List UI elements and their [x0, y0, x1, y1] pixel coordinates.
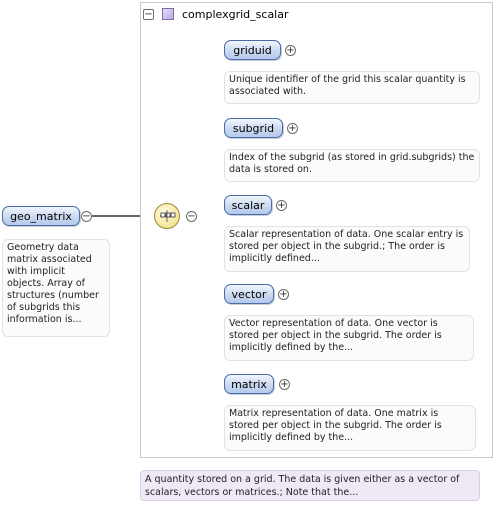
sequence-compositor-icon[interactable]	[154, 203, 180, 229]
root-element-geo-matrix[interactable]: geo_matrix	[2, 206, 80, 226]
documentation-griduid: Unique identifier of the grid this scala…	[224, 71, 480, 104]
documentation-text: Vector representation of data. One vecto…	[229, 318, 442, 353]
documentation-vector: Vector representation of data. One vecto…	[224, 315, 474, 361]
complex-type-title: complexgrid_scalar	[182, 7, 289, 21]
root-element-label: geo_matrix	[10, 210, 72, 223]
root-documentation-text: Geometry data matrix associated with imp…	[7, 242, 99, 325]
documentation-text: Matrix representation of data. One matri…	[229, 408, 442, 443]
documentation-matrix: Matrix representation of data. One matri…	[224, 405, 476, 451]
documentation-text: Unique identifier of the grid this scala…	[229, 74, 466, 97]
element-griduid[interactable]: griduid	[224, 40, 281, 60]
complex-type-documentation: A quantity stored on a grid. The data is…	[140, 470, 480, 501]
complex-type-header: − complexgrid_scalar	[143, 5, 289, 23]
complex-type-documentation-text: A quantity stored on a grid. The data is…	[145, 474, 460, 498]
element-vector[interactable]: vector	[224, 284, 274, 304]
element-matrix[interactable]: matrix	[224, 374, 274, 394]
expand-icon[interactable]: +	[287, 123, 298, 134]
element-label: vector	[231, 288, 267, 301]
element-subgrid[interactable]: subgrid	[224, 118, 283, 138]
documentation-text: Scalar representation of data. One scala…	[229, 229, 464, 264]
type-square-icon	[162, 8, 174, 20]
element-label: subgrid	[232, 122, 275, 135]
element-scalar[interactable]: scalar	[224, 195, 272, 215]
documentation-scalar: Scalar representation of data. One scala…	[224, 226, 470, 272]
expand-icon[interactable]: +	[276, 200, 287, 211]
collapse-icon[interactable]: −	[143, 8, 154, 20]
collapse-icon[interactable]: −	[81, 211, 92, 222]
element-label: griduid	[233, 44, 272, 57]
expand-icon[interactable]: +	[285, 45, 296, 56]
documentation-subgrid: Index of the subgrid (as stored in grid.…	[224, 149, 480, 182]
expand-icon[interactable]: +	[279, 379, 290, 390]
root-documentation: Geometry data matrix associated with imp…	[2, 239, 110, 337]
documentation-text: Index of the subgrid (as stored in grid.…	[229, 152, 475, 175]
element-label: scalar	[231, 199, 265, 212]
expand-icon[interactable]: +	[278, 289, 289, 300]
element-label: matrix	[231, 378, 267, 391]
collapse-icon[interactable]: −	[186, 211, 197, 222]
